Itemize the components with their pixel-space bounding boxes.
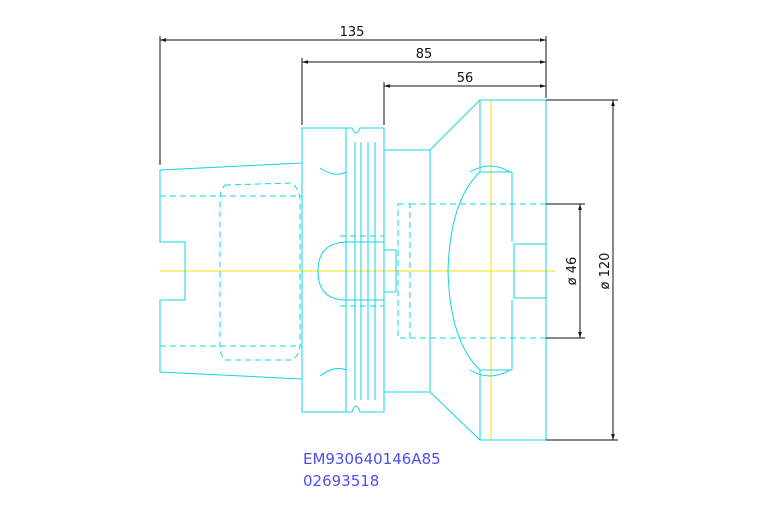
flange-body [301,127,385,413]
dim-dia-120-label: ø 120 [598,253,613,290]
dimension-lines [159,36,618,441]
dim-dia-46-label: ø 46 [565,257,580,286]
dim-56-label: 56 [457,71,474,86]
centerlines [160,100,555,440]
dim-135-label: 135 [340,25,365,40]
dim-85-label: 85 [416,47,433,62]
taper-shank [159,162,303,380]
serial-number: 02693518 [303,472,379,490]
part-number: EM930640146A85 [303,450,441,468]
middle-block [383,149,431,393]
nose-cone [410,99,547,441]
